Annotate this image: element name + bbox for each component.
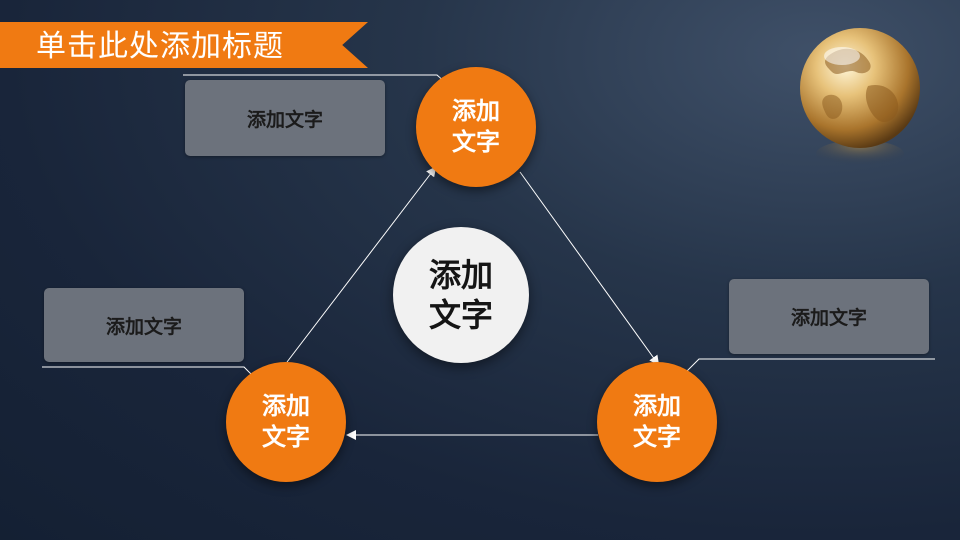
text-box-left[interactable]: 添加文字 <box>44 288 244 362</box>
arrow-left-to-top <box>286 166 437 363</box>
node-left-line2: 文字 <box>262 423 310 451</box>
center-line2: 文字 <box>428 296 493 334</box>
node-left-line1: 添加 <box>262 392 310 420</box>
arrow-top-to-right <box>519 171 660 366</box>
page-title[interactable]: 单击此处添加标题 <box>36 29 284 64</box>
text-box-right[interactable]: 添加文字 <box>729 279 929 354</box>
node-right-line1: 添加 <box>633 392 681 420</box>
node-top-line1: 添加 <box>452 97 500 125</box>
node-left[interactable]: 添加 文字 <box>226 362 346 482</box>
node-top-line2: 文字 <box>452 128 500 156</box>
center-node[interactable]: 添加 文字 <box>393 227 529 363</box>
node-right-line2: 文字 <box>633 423 681 451</box>
callout-line-left <box>42 366 264 387</box>
callout-line-right <box>671 358 935 387</box>
text-box-top[interactable]: 添加文字 <box>185 80 385 156</box>
center-line1: 添加 <box>428 256 493 294</box>
globe-icon <box>798 26 924 172</box>
title-banner <box>0 22 368 68</box>
node-top[interactable]: 添加 文字 <box>416 67 536 187</box>
node-right[interactable]: 添加 文字 <box>597 362 717 482</box>
